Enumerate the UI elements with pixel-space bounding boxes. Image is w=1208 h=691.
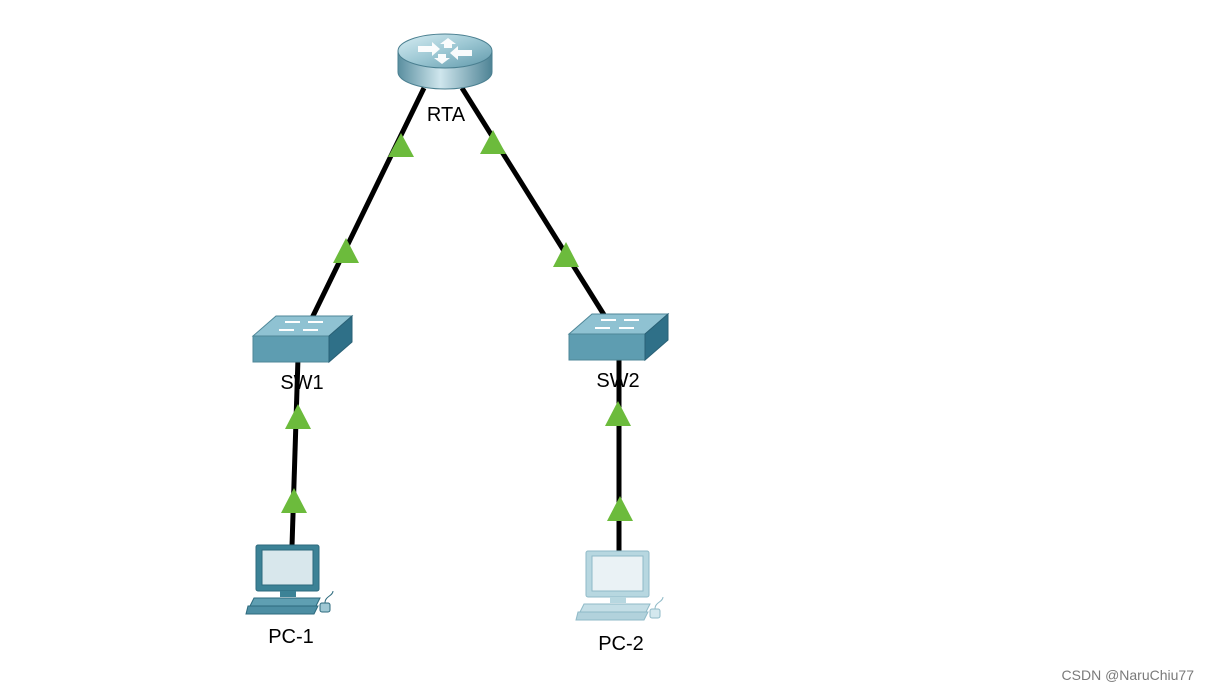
port-status-sw2-pc2-switch-side [605, 401, 631, 426]
pc-label: PC-2 [598, 633, 644, 655]
port-status-sw2-pc2-pc-side [607, 496, 633, 521]
port-status-layer [281, 130, 633, 521]
switch-icon [251, 314, 354, 364]
link-rta-sw1[interactable] [309, 86, 427, 320]
switch-icon [567, 312, 670, 362]
link-rta-sw2[interactable] [459, 86, 609, 320]
port-status-rta-sw2-router-side [480, 130, 506, 154]
router-icon [397, 33, 493, 90]
port-status-rta-sw1-router-side [388, 133, 414, 157]
router-rta[interactable]: RTA [397, 33, 493, 126]
switch-label: SW1 [280, 372, 323, 394]
switch-label: SW2 [596, 370, 639, 392]
pc-pc2[interactable]: PC-2 [575, 550, 664, 655]
switch-sw1[interactable]: SW1 [251, 314, 354, 394]
link-sw1-pc1[interactable] [289, 357, 301, 547]
watermark: CSDN @NaruChiu77 [1061, 667, 1194, 683]
desktop-pc-icon [245, 544, 334, 615]
pc-label: PC-1 [268, 626, 314, 648]
pc-pc1[interactable]: PC-1 [245, 544, 334, 648]
port-status-rta-sw2-switch-side [553, 242, 579, 267]
router-label: RTA [427, 104, 466, 126]
port-status-sw1-pc1-pc-side [281, 488, 307, 513]
desktop-pc-icon [575, 550, 664, 621]
port-status-sw1-pc1-switch-side [285, 404, 311, 429]
switch-sw2[interactable]: SW2 [567, 312, 670, 392]
port-status-rta-sw1-switch-side [333, 238, 359, 263]
